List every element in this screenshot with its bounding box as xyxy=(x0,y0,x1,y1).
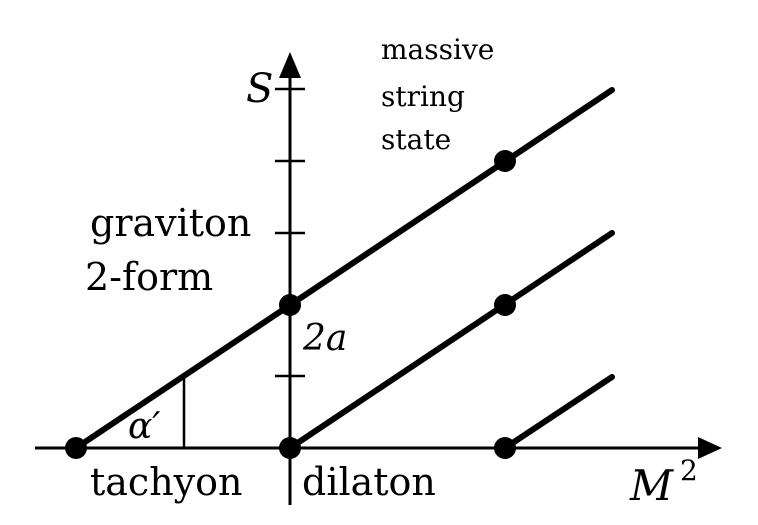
two-a-label: 2a xyxy=(302,318,347,359)
second-trajectory xyxy=(287,230,615,451)
leading-trajectory xyxy=(73,87,615,451)
trajectories xyxy=(73,87,615,451)
massive-label-line3: state xyxy=(381,123,451,156)
graviton-label: graviton xyxy=(90,201,251,245)
y-axis-arrowhead xyxy=(279,52,301,78)
states xyxy=(65,150,516,459)
tachyon-label: tachyon xyxy=(90,460,243,504)
dilaton-label: dilaton xyxy=(302,460,436,504)
tachyon-dot xyxy=(65,437,87,459)
alpha-prime-label: α′ xyxy=(128,406,160,447)
state-dot xyxy=(494,294,516,316)
two-form-label: 2-form xyxy=(85,255,213,299)
x-axis-label-exponent: 2 xyxy=(680,454,698,487)
massive-label-line1: massive xyxy=(381,33,494,66)
dilaton-dot xyxy=(279,437,301,459)
x-axis-arrowhead xyxy=(698,437,722,459)
y-axis-ticks xyxy=(275,87,305,378)
massive-label-line2: string xyxy=(381,80,465,113)
graviton-dot xyxy=(279,294,301,316)
axes xyxy=(35,52,722,505)
third-trajectory xyxy=(502,374,615,451)
state-dot xyxy=(494,437,516,459)
y-axis-label: S xyxy=(246,66,273,112)
massive-state-dot xyxy=(494,150,516,172)
x-axis-label: M xyxy=(629,461,674,510)
